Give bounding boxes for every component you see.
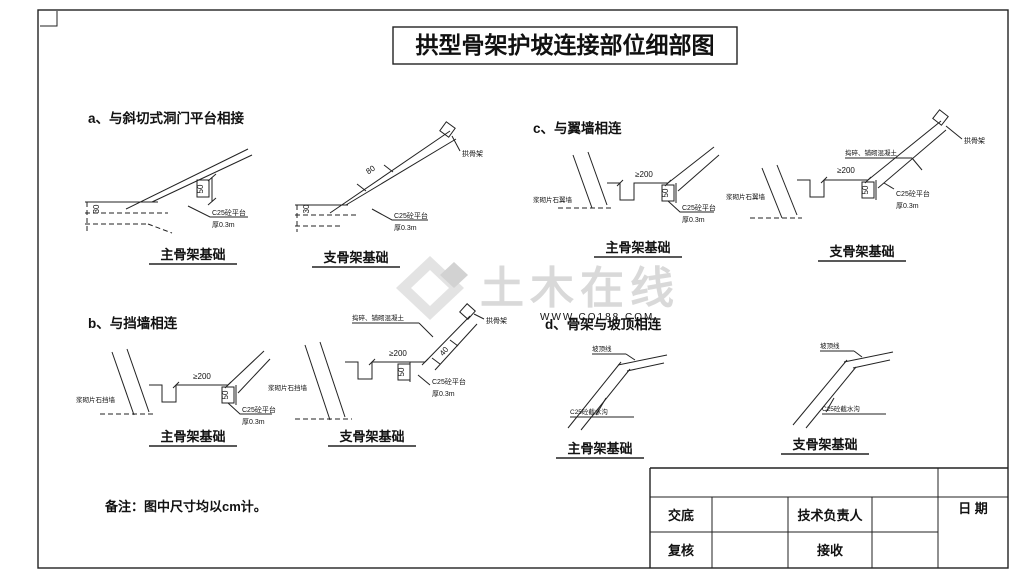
c-main-width-dim: ≥200 <box>635 170 653 179</box>
b-sub-caption: 支骨架基础 <box>338 429 404 444</box>
a-main-caption: 主骨架基础 <box>160 247 225 262</box>
b-sub-wall-label: 浆砌片石挡墙 <box>268 383 308 392</box>
a-main-platform-note-line1: C25砼平台 <box>212 208 246 217</box>
section-c-label: c、与翼墙相连 <box>533 120 622 136</box>
c-sub-width-dim: ≥200 <box>837 166 855 175</box>
d-main-drain-note: C25砼截水沟 <box>570 407 608 416</box>
titleblock-jieshou-label: 接收 <box>817 543 844 558</box>
a-main-side-dim: 30 <box>92 204 101 213</box>
a-main-linework <box>85 148 253 234</box>
d-sub-drain-note: C25砼截水沟 <box>822 404 860 413</box>
c-sub-depth-dim: 50 <box>861 185 870 194</box>
d-main-slope-top-label: 坡顶线 <box>592 344 612 353</box>
c-main-linework <box>558 146 720 213</box>
c-sub-platform-note-line2: 厚0.3m <box>896 202 919 210</box>
a-sub-side-dim: 30 <box>302 204 311 213</box>
d-sub-caption: 支骨架基础 <box>791 437 857 452</box>
title-block-top: 拱型骨架护坡连接部位细部图 <box>392 26 738 65</box>
b-main-platform-note-line2: 厚0.3m <box>242 418 265 426</box>
a-sub-caption: 支骨架基础 <box>322 250 388 265</box>
watermark-subtext: WWW.CO188.COM <box>540 312 654 323</box>
remark-note: 备注：图中尺寸均以cm计。 <box>104 499 267 514</box>
c-main-platform-note-line2: 厚0.3m <box>682 216 705 224</box>
a-sub-linework <box>295 121 461 232</box>
b-main-depth-dim: 50 <box>221 390 230 399</box>
section-a-label: a、与斜切式洞门平台相接 <box>88 110 245 126</box>
b-sub-arch-label: 拱骨架 <box>486 316 507 325</box>
titleblock-date-label: 日 期 <box>958 501 988 516</box>
watermark-logo-icon <box>396 256 468 320</box>
titleblock-table <box>649 467 1008 568</box>
a-sub-slope-dim: 80 <box>364 163 377 176</box>
section-d-label: d、骨架与坡顶相连 <box>545 316 662 332</box>
b-main-linework <box>100 348 272 416</box>
b-main-wall-label: 浆砌片石挡墙 <box>76 395 116 404</box>
b-sub-width-dim: ≥200 <box>389 349 407 358</box>
watermark: 土木在线 WWW.CO188.COM <box>396 256 680 323</box>
a-sub-platform-note-line2: 厚0.3m <box>394 224 417 232</box>
a-sub-platform-note-line1: C25砼平台 <box>394 211 428 220</box>
a-main-depth-dim: 50 <box>196 184 205 193</box>
c-sub-pave-note: 捣碎、铺砌混凝土 <box>845 148 898 157</box>
d-main-linework <box>567 353 668 431</box>
c-main-depth-dim: 50 <box>661 188 670 197</box>
b-main-platform-note-line1: C25砼平台 <box>242 405 276 414</box>
c-sub-arch-label: 拱骨架 <box>964 136 985 145</box>
b-sub-depth-dim: 50 <box>397 367 406 376</box>
b-sub-linework <box>295 303 485 421</box>
d-main-caption: 主骨架基础 <box>567 441 632 456</box>
d-sub-slope-top-label: 坡顶线 <box>820 341 840 350</box>
section-b-label: b、与挡墙相连 <box>88 315 178 331</box>
c-sub-caption: 支骨架基础 <box>828 244 894 259</box>
watermark-text: 土木在线 <box>480 264 680 313</box>
b-sub-platform-note-line2: 厚0.3m <box>432 390 455 398</box>
c-sub-platform-note-line1: C25砼平台 <box>896 189 930 198</box>
c-main-caption: 主骨架基础 <box>605 240 670 255</box>
a-main-platform-note-line2: 厚0.3m <box>212 221 235 229</box>
b-main-caption: 主骨架基础 <box>160 429 225 444</box>
a-sub-arch-label: 拱骨架 <box>462 149 483 158</box>
b-sub-pave-note: 捣碎、铺砌混凝土 <box>352 313 405 322</box>
c-sub-linework <box>750 109 963 219</box>
titleblock-fuhe-label: 复核 <box>667 543 694 558</box>
titleblock-tech-label: 技术负责人 <box>797 508 863 523</box>
d-sub-linework <box>792 350 894 429</box>
c-sub-wall-label: 浆砌片石翼墙 <box>726 192 766 201</box>
sheet-border <box>37 9 1009 569</box>
b-main-width-dim: ≥200 <box>193 372 211 381</box>
b-sub-platform-note-line1: C25砼平台 <box>432 377 466 386</box>
c-main-wall-label: 浆砌片石翼墙 <box>533 195 573 204</box>
drawing-title: 拱型骨架护坡连接部位细部图 <box>416 32 715 58</box>
c-main-platform-note-line1: C25砼平台 <box>682 203 716 212</box>
titleblock-jiaodi-label: 交底 <box>668 508 694 523</box>
